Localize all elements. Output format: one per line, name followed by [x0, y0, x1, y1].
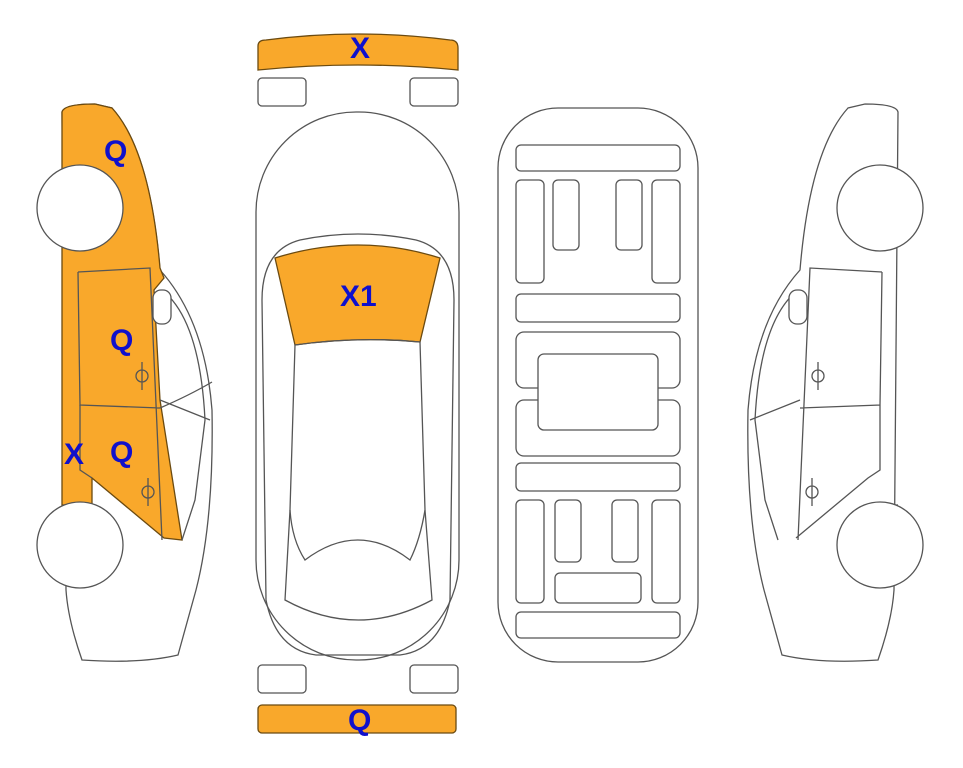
right-side-view: [747, 103, 924, 662]
right-front-door-handle-icon: [811, 362, 825, 390]
underbody-panel: [515, 462, 681, 492]
front-right-light: [409, 77, 459, 107]
underbody-panel: [554, 499, 582, 563]
underbody-panel: [552, 179, 580, 251]
front-bumper[interactable]: [257, 33, 459, 71]
underbody-view: [497, 107, 699, 663]
top-body-outline: [255, 111, 460, 661]
top-view: X X1 Q: [255, 32, 460, 737]
left-front-wheel: [36, 164, 124, 252]
underbody-panel: [615, 179, 643, 251]
left-hood-label: Q: [104, 135, 127, 168]
right-door-lines: [795, 267, 898, 541]
underbody-panel: [515, 293, 681, 323]
left-rear-door-label: Q: [110, 436, 133, 469]
cabin-outline: [261, 233, 455, 656]
right-window-line: [749, 289, 801, 541]
underbody-center-panel: [537, 353, 659, 431]
right-rear-door-handle-icon: [805, 478, 819, 506]
front-bumper-label: X: [350, 32, 370, 65]
left-rear-wheel: [36, 501, 124, 589]
underbody-panel: [515, 144, 681, 172]
front-door-handle-icon: [135, 362, 149, 390]
right-mirror: [788, 289, 808, 325]
rear-right-light: [409, 664, 459, 694]
roof-outline: [289, 338, 426, 561]
rear-window: [284, 509, 433, 621]
underbody-panel: [515, 179, 545, 284]
left-rocker-label: X: [64, 438, 84, 471]
windshield-label: X1: [340, 280, 377, 313]
left-front-door-label: Q: [110, 324, 133, 357]
left-side-view: Q Q Q X: [36, 103, 213, 662]
underbody-panel: [515, 611, 681, 639]
underbody-panel: [554, 572, 642, 604]
right-front-wheel: [836, 164, 924, 252]
underbody-panel: [611, 499, 639, 563]
window-line: [159, 289, 213, 541]
front-left-light: [257, 77, 307, 107]
underbody-panel: [515, 499, 545, 604]
left-mirror: [152, 289, 172, 325]
underbody-panel: [651, 499, 681, 604]
rear-door-line: [79, 405, 93, 479]
rear-left-light: [257, 664, 307, 694]
rear-bumper-label: Q: [348, 704, 371, 737]
rear-door-handle-icon: [141, 478, 155, 506]
right-rear-wheel: [836, 501, 924, 589]
underbody-panel: [651, 179, 681, 284]
rear-bumper[interactable]: [257, 704, 457, 734]
